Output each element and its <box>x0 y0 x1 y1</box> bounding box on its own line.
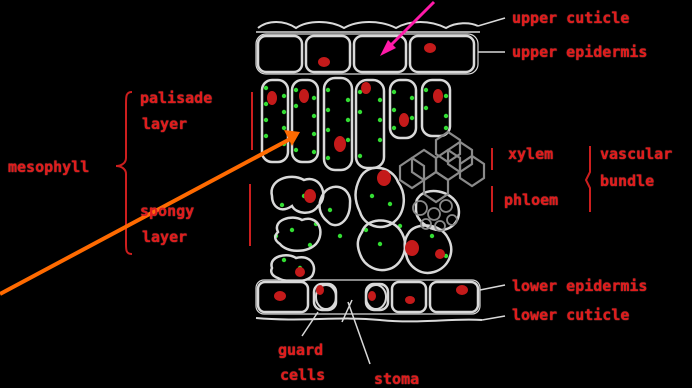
label-lower-cuticle: lower cuticle <box>512 306 629 324</box>
label-lower-epidermis: lower epidermis <box>512 277 647 295</box>
label-mesophyll: mesophyll <box>8 158 89 176</box>
label-spongy-layer: layer <box>142 228 187 246</box>
label-cells: cells <box>280 366 325 384</box>
label-spongy: spongy <box>140 202 194 220</box>
label-phloem: phloem <box>504 191 558 209</box>
lower-epidermis <box>256 280 480 314</box>
label-upper-cuticle: upper cuticle <box>512 9 629 27</box>
label-upper-epidermis: upper epidermis <box>512 43 647 61</box>
upper-cuticle <box>256 22 480 32</box>
label-guard: guard <box>278 341 323 359</box>
label-vascular: vascular <box>600 145 672 163</box>
upper-epidermis <box>256 34 478 74</box>
label-palisade: palisade <box>140 89 212 107</box>
label-bundle: bundle <box>600 172 654 190</box>
label-palisade-layer: layer <box>142 115 187 133</box>
lower-epidermis-nuclei <box>274 285 468 304</box>
palisade-cells <box>262 78 450 170</box>
label-stoma: stoma <box>374 370 419 388</box>
label-xylem: xylem <box>508 145 553 163</box>
lower-cuticle <box>256 318 482 321</box>
epidermis-nuclei <box>318 43 436 67</box>
